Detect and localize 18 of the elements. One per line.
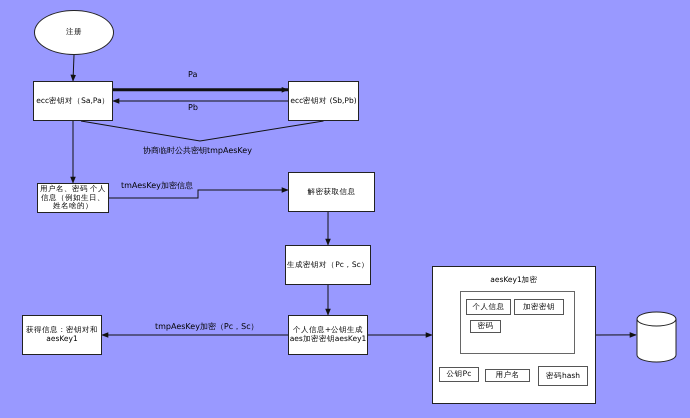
arrow — [325, 212, 331, 246]
database-cylinder — [636, 311, 677, 363]
arrow — [368, 332, 433, 338]
connector-line — [80, 120, 324, 142]
group-box — [460, 291, 575, 354]
edge-label: Pa — [187, 70, 198, 80]
edge-label: Pb — [187, 103, 199, 113]
arrow — [325, 284, 331, 316]
edge-label: 协商临时公共密钥tmpAesKey — [142, 146, 253, 156]
arrow — [101, 332, 288, 338]
arrow — [70, 54, 76, 82]
container-box — [432, 266, 596, 404]
arrow — [596, 332, 637, 338]
arrow — [113, 87, 289, 93]
arrow — [108, 187, 289, 198]
arrow — [70, 120, 76, 184]
edge-label: tmAesKey加密信息 — [120, 181, 194, 191]
arrow — [112, 98, 288, 104]
